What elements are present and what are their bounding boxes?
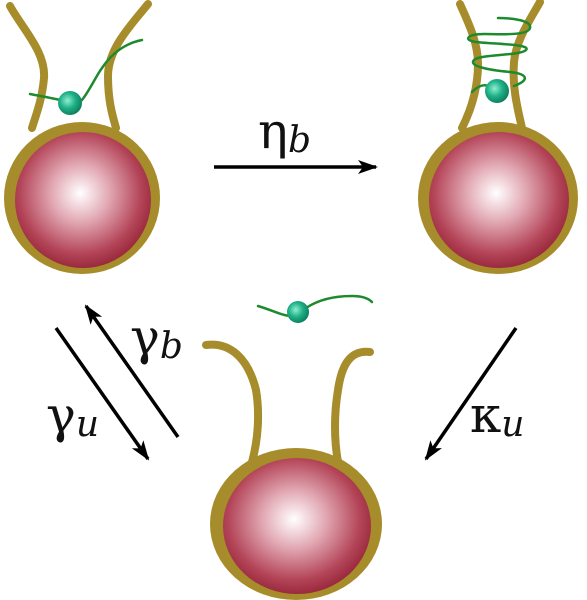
motor-tail-coil xyxy=(466,16,532,88)
gamma-u-arrow xyxy=(54,326,150,461)
cell-core xyxy=(15,132,151,268)
motor-head xyxy=(287,301,309,323)
gamma-b-arrow xyxy=(84,304,180,439)
motor-head xyxy=(58,91,82,115)
gamma-u-label: γu xyxy=(46,386,99,445)
motor-tail xyxy=(256,294,374,318)
neck-left-wall xyxy=(202,340,263,466)
cell-core xyxy=(223,458,371,594)
motor-tail xyxy=(28,38,144,102)
gamma-b-label: γb xyxy=(130,308,183,367)
unbound-state xyxy=(202,294,382,600)
cell-core xyxy=(429,132,569,268)
motor-head xyxy=(485,79,509,103)
bundled-state xyxy=(418,0,578,274)
bound-state xyxy=(4,0,160,274)
neck-left-wall xyxy=(456,0,483,132)
neck-right-wall xyxy=(331,347,374,466)
neck-right-wall xyxy=(509,0,544,132)
neck-left-wall xyxy=(6,2,49,132)
kappa-arrow xyxy=(424,327,518,461)
neck-right-wall xyxy=(103,0,152,132)
kappa-u-label: κu xyxy=(470,386,524,445)
eta-b-label: ηb xyxy=(258,102,311,161)
